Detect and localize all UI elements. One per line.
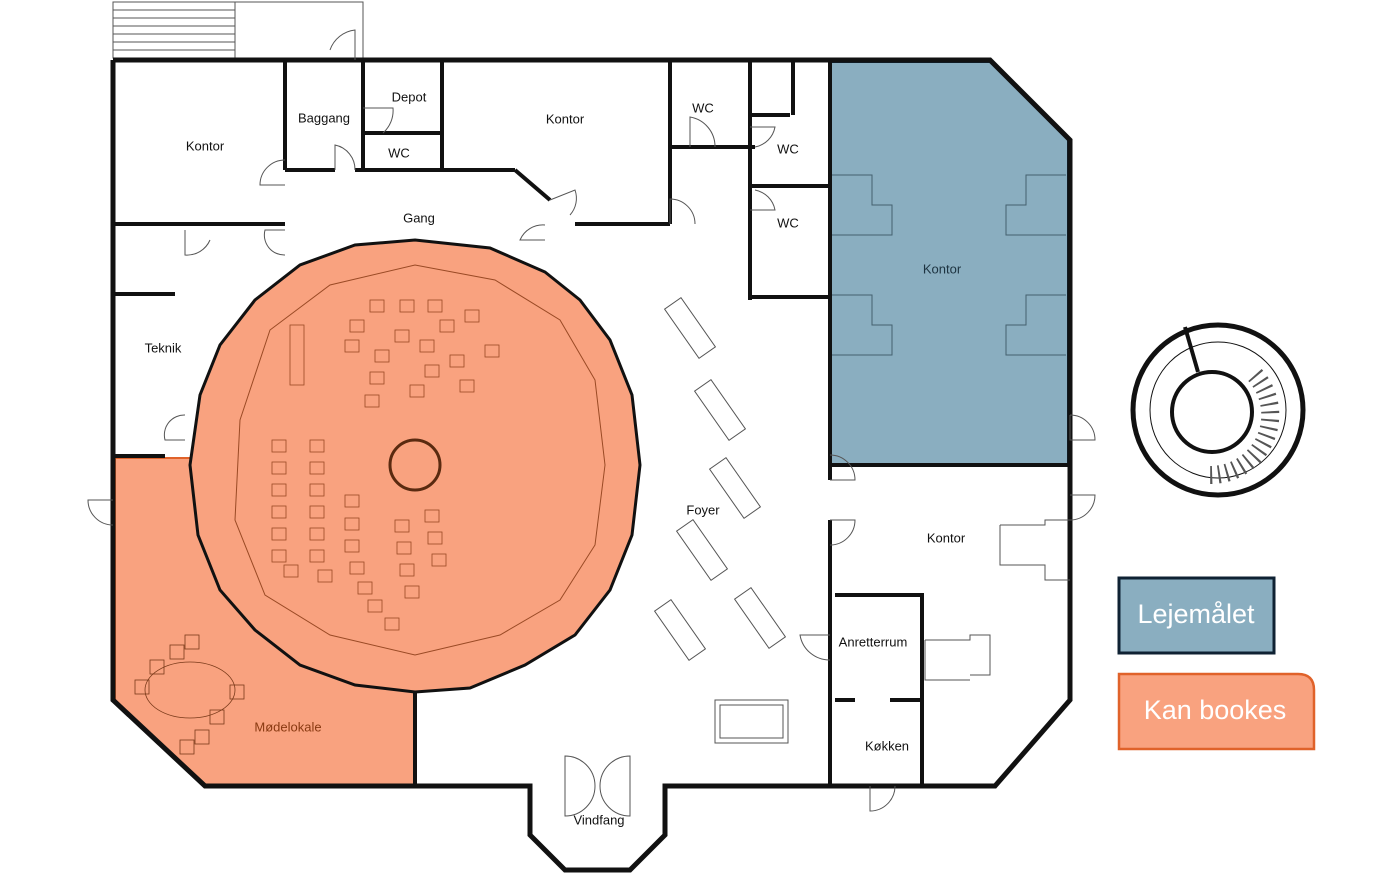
- foyer-furniture: [653, 296, 1070, 744]
- label-kontor-leased: Kontor: [923, 261, 962, 276]
- auditorium-area: [188, 238, 642, 694]
- label-vindfang: Vindfang: [573, 812, 624, 827]
- label-wc-2: WC: [777, 141, 799, 156]
- outer-wall: [110, 57, 1073, 873]
- legend-leased-label: Lejemålet: [1137, 599, 1255, 629]
- label-kontor-nw: Kontor: [186, 138, 225, 153]
- label-wc-3: WC: [777, 215, 799, 230]
- label-wc-1: WC: [692, 100, 714, 115]
- label-kontor-e: Kontor: [927, 530, 966, 545]
- external-stairs: [112, 1, 364, 59]
- label-baggang: Baggang: [298, 110, 350, 125]
- label-kontor-n: Kontor: [546, 111, 585, 126]
- auditorium-wall: [188, 238, 642, 694]
- label-kokken: Køkken: [865, 738, 909, 753]
- legend: Lejemålet Kan bookes: [1117, 576, 1316, 751]
- room-labels: Kontor Baggang Depot WC Kontor WC WC WC …: [145, 89, 966, 827]
- legend-leased: Lejemålet: [1117, 576, 1276, 655]
- legend-bookable: Kan bookes: [1117, 672, 1316, 751]
- label-teknik: Teknik: [145, 340, 182, 355]
- spiral-staircase: [1130, 322, 1306, 498]
- interior-walls: [113, 60, 1070, 786]
- label-depot: Depot: [392, 89, 427, 104]
- label-wc-small: WC: [388, 145, 410, 160]
- label-anretterrum: Anretterrum: [839, 634, 908, 649]
- label-gang: Gang: [403, 210, 435, 225]
- bookable-area[interactable]: [114, 238, 642, 787]
- doors: [87, 29, 1096, 817]
- label-foyer: Foyer: [686, 502, 720, 517]
- label-modelokale: Mødelokale: [254, 719, 321, 734]
- legend-bookable-label: Kan bookes: [1144, 695, 1287, 725]
- leased-desks: [832, 174, 1066, 356]
